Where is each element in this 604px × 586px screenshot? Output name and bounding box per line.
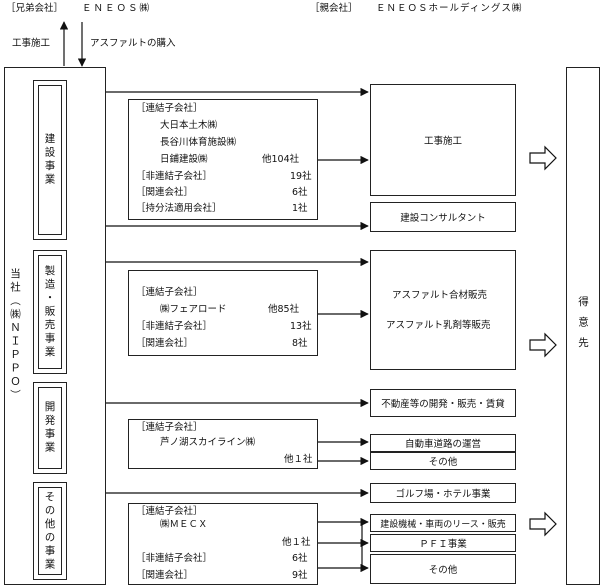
group-text: ［連結子会社］ (136, 422, 203, 433)
company-name: 当社（㈱ＮＩＰＰＯ） (9, 268, 21, 403)
group-count: 9社 (292, 570, 308, 581)
group-text: 大日本土木㈱ (160, 120, 218, 131)
parent-label: ［親会社］ (310, 3, 358, 14)
flow-arrows (529, 145, 557, 537)
group-text: ［関連会社］ (136, 338, 194, 349)
group-count: 他１社 (284, 454, 313, 465)
manufacturing-group-box (128, 270, 318, 356)
others-other-box: その他 (370, 554, 516, 584)
group-count: 1社 (292, 203, 308, 214)
group-text: ［連結子会社］ (136, 287, 203, 298)
segment-others: その他の事業 (33, 482, 67, 580)
road-box: 自動車道路の運営 (370, 434, 516, 452)
group-text: ［関連会社］ (136, 570, 194, 581)
golf-box: ゴルフ場・ホテル事業 (370, 483, 516, 503)
group-text: ［関連会社］ (136, 187, 194, 198)
construction-group-box (128, 99, 318, 220)
consulting-box: 建設コンサルタント (370, 202, 516, 232)
customers-label: 得意先 (577, 296, 589, 358)
parent-name: ＥＮＥＯＳホールディングス㈱ (376, 3, 523, 14)
group-text: ［連結子会社］ (136, 103, 203, 114)
group-count: 他85社 (268, 304, 300, 315)
group-text: ［非連結子会社］ (136, 171, 213, 182)
customers-box (566, 67, 600, 585)
segment-manufacturing: 製造・販売事業 (33, 250, 67, 374)
group-count: 13社 (290, 321, 312, 332)
segment-label: 開発事業 (43, 401, 56, 455)
sales-2: アスファルト乳剤等販売 (386, 320, 491, 331)
segment-label: 製造・販売事業 (43, 264, 56, 360)
group-count: 19社 (290, 171, 312, 182)
segment-label: 建設事業 (43, 133, 56, 187)
real-estate-box: 不動産等の開発・販売・賃貸 (370, 389, 516, 417)
arrow-down-label: アスファルトの購入 (90, 38, 176, 49)
others-group-box (128, 503, 318, 585)
group-count: 他104社 (262, 154, 300, 165)
dev-other-box: その他 (370, 452, 516, 470)
group-text: ［非連結子会社］ (136, 321, 213, 332)
development-group-box (128, 419, 318, 469)
lease-box: 建設機械・車両のリース・販売 (370, 514, 516, 532)
sibling-name: ＥＮＥＯＳ㈱ (82, 3, 152, 14)
group-text: 芦ノ湖スカイライン㈱ (160, 437, 256, 448)
group-text: ［持分法適用会社］ (136, 203, 222, 214)
sales-1: アスファルト合材販売 (392, 290, 488, 301)
sibling-label: ［兄弟会社］ (6, 3, 64, 14)
group-text: ［非連結子会社］ (136, 553, 213, 564)
group-text: ㈱ＭＥＣＸ (160, 519, 208, 530)
group-count: 6社 (292, 187, 308, 198)
group-count: 8社 (292, 338, 308, 349)
arrow-up-label: 工事施工 (12, 38, 51, 49)
group-text: ㈱フェアロード (160, 304, 227, 315)
segment-label: その他の事業 (43, 490, 56, 572)
group-text: 日鋪建設㈱ (160, 154, 208, 165)
group-text: 長谷川体育施設㈱ (160, 137, 237, 148)
group-text: ［連結子会社］ (136, 506, 203, 517)
group-count: 他１社 (282, 537, 311, 548)
segment-development: 開発事業 (33, 382, 67, 474)
asphalt-sales-box (370, 250, 516, 370)
segment-construction: 建設事業 (33, 80, 67, 240)
group-count: 6社 (292, 553, 308, 564)
work-box: 工事施工 (370, 84, 516, 196)
pfi-box: ＰＦＩ事業 (370, 534, 516, 552)
